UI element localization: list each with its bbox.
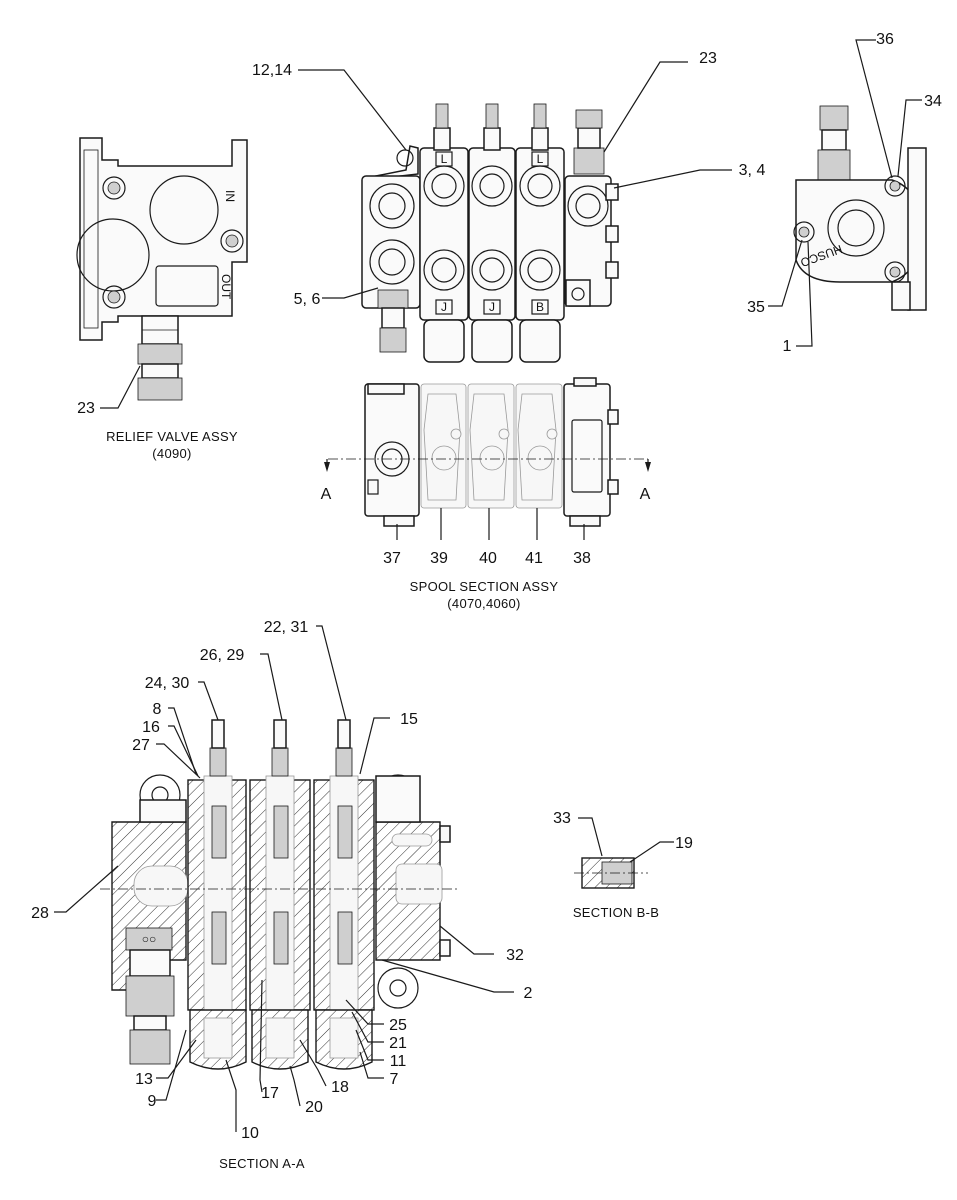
bolt-icon [102, 285, 126, 309]
spool-section-2: J [468, 103, 516, 363]
callout-41: 41 [525, 550, 543, 567]
relief-valve-view: IN OUT [76, 137, 248, 401]
callout-32: 32 [506, 947, 524, 964]
section-bb-caption: SECTION B-B [573, 905, 659, 920]
callout-27: 27 [132, 737, 150, 754]
callout-18: 18 [331, 1079, 349, 1096]
spool-mark-top-1: L [441, 152, 448, 166]
relief-plug-mark: ○○ [142, 932, 157, 946]
spool-housing-2 [249, 719, 311, 1070]
callout-34: 34 [924, 93, 942, 110]
relief-valve-caption: RELIEF VALVE ASSY [106, 429, 238, 444]
callout-39: 39 [430, 550, 448, 567]
spool-mark-top-3: L [537, 152, 544, 166]
callout-21: 21 [389, 1035, 407, 1052]
callout-12-14: 12,14 [252, 62, 292, 79]
callout-23-top: 23 [699, 50, 717, 67]
callouts: 12,14 23 3, 4 5, 6 23 36 34 35 1 37 39 4… [31, 31, 942, 1142]
bolt-icon [220, 229, 244, 253]
callout-36: 36 [876, 31, 894, 48]
port-mark-out: OUT [219, 274, 233, 300]
section-marker-right: A [640, 486, 651, 503]
callout-40: 40 [479, 550, 497, 567]
callout-13: 13 [135, 1071, 153, 1088]
callout-23-left: 23 [77, 400, 95, 417]
callout-17: 17 [261, 1085, 279, 1102]
section-bb-view [574, 857, 648, 889]
spool-section-1: L J [419, 103, 469, 363]
port-mark-in: IN [223, 190, 237, 202]
callout-7: 7 [390, 1071, 399, 1088]
callout-10: 10 [241, 1125, 259, 1142]
spool-housing-1 [187, 719, 247, 1070]
spool-mark-bottom-3: B [536, 300, 544, 314]
callout-24-30: 24, 30 [145, 675, 190, 692]
callout-9: 9 [148, 1093, 157, 1110]
callout-35: 35 [747, 299, 765, 316]
callout-25: 25 [389, 1017, 407, 1034]
spool-section-caption: SPOOL SECTION ASSY [410, 579, 559, 594]
bolt-icon [884, 175, 906, 197]
bolt-icon [102, 176, 126, 200]
callout-1: 1 [783, 338, 792, 355]
valve-stack-front-view: L J J L B [361, 103, 619, 363]
callout-19: 19 [675, 835, 693, 852]
relief-valve-code: (4090) [152, 446, 191, 461]
spool-housing-3 [313, 719, 375, 1070]
callout-5-6: 5, 6 [294, 291, 321, 308]
spool-section-3: L B [515, 103, 565, 363]
callout-20: 20 [305, 1099, 323, 1116]
callout-8: 8 [153, 701, 162, 718]
spool-section-top-view [324, 377, 651, 527]
callout-33: 33 [553, 810, 571, 827]
valve-side-view: HUSCO [793, 105, 927, 311]
spool-mark-bottom-1: J [441, 300, 447, 314]
callout-2: 2 [524, 985, 533, 1002]
callout-15: 15 [400, 711, 418, 728]
section-marker-left: A [321, 486, 332, 503]
callout-28: 28 [31, 905, 49, 922]
callout-3-4: 3, 4 [739, 162, 766, 179]
callout-37: 37 [383, 550, 401, 567]
spool-section-code: (4070,4060) [447, 596, 520, 611]
spool-mark-bottom-2: J [489, 300, 495, 314]
callout-22-31: 22, 31 [264, 619, 309, 636]
callout-16: 16 [142, 719, 160, 736]
section-aa-view: ○○ [100, 719, 460, 1070]
callout-26-29: 26, 29 [200, 647, 245, 664]
callout-38: 38 [573, 550, 591, 567]
leader-lines [54, 39, 922, 1132]
callout-11: 11 [390, 1053, 407, 1070]
bolt-icon [884, 261, 906, 283]
section-aa-caption: SECTION A-A [219, 1156, 305, 1171]
bolt-icon [793, 221, 815, 243]
